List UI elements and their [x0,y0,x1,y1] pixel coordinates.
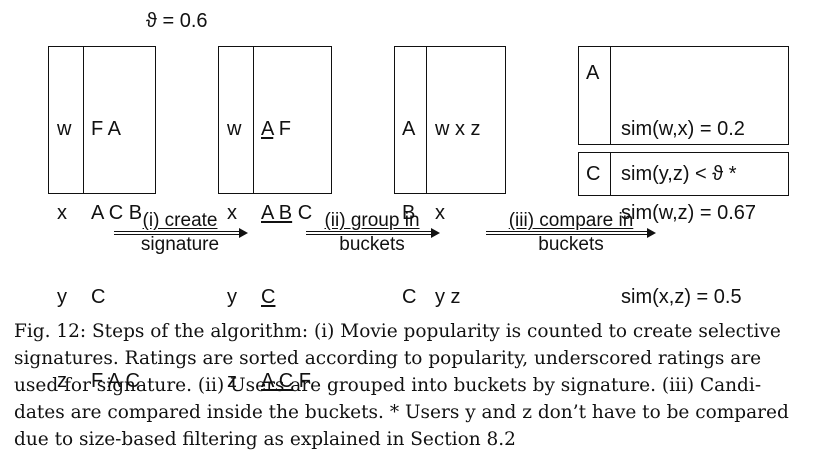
bucket-users-column: w x z x y z [435,59,481,367]
user-w: w [57,118,72,140]
step-compare-in-buckets: (iii) compare in buckets [482,210,660,256]
ratings-x: A C B [91,202,143,224]
arrow-right-icon [114,228,248,238]
ratings-column: F A A C B C F A C [91,59,142,451]
similarity-list: sim(w,x) = 0.2 sim(w,z) = 0.67 sim(x,z) … [621,59,756,367]
user-y: y [227,286,237,308]
step-title: (iii) compare in [508,210,634,231]
column-divider [253,47,254,193]
figure-caption: Fig. 12: Steps of the algorithm: (i) Mov… [14,318,826,453]
rest-w: F [273,118,292,140]
user-z: z [57,370,67,392]
bucket-b-users: x [435,202,445,224]
user-y: y [57,286,67,308]
threshold-label: ϑ = 0.6 [146,10,208,32]
user-w: w [227,118,242,140]
sorted-ratings-column: A F A B C C A C F [261,59,312,451]
caption-line: dates are compared inside the buckets. *… [14,402,789,423]
signature-table: w x y z A F A B C C A C F [218,46,332,392]
step-subtitle: buckets [339,234,405,255]
bucket-c-comparisons: C sim(y,z) < ϑ * [578,152,789,196]
bucket-label: A [586,62,600,84]
sorted-ratings-x: A B C [261,199,312,227]
bucket-c: C [402,286,417,308]
signature-y: C [261,286,276,308]
bucket-a-users: w x z [435,118,481,140]
step-subtitle: buckets [538,234,604,255]
user-column: w x y z [227,59,249,451]
similarity-xz: sim(x,z) = 0.5 [621,286,742,308]
step-create-signature: (i) create signature [108,210,252,256]
column-divider [83,47,84,193]
signature-w: A [261,118,274,140]
ratings-table: w x y z F A A C B C F A C [48,46,156,392]
step-group-in-buckets: (ii) group in buckets [300,210,444,256]
user-column: w x y z [57,59,79,451]
bucket-column: A B C [402,59,424,367]
user-x: x [57,202,67,224]
user-z: z [227,370,237,392]
step-subtitle: signature [140,234,220,255]
column-divider [426,47,427,193]
sorted-ratings-y: C [261,283,312,311]
sorted-ratings-w: A F [261,115,312,143]
caption-line: signatures. Ratings are sorted according… [14,348,762,369]
signature-z: A C [261,370,294,392]
step-title: (i) create [142,210,218,231]
arrow-right-icon [306,228,440,238]
step-title: (ii) group in [324,210,420,231]
column-divider [610,47,611,144]
ratings-w: F A [91,118,122,140]
similarity-wx: sim(w,x) = 0.2 [621,118,745,140]
bucket-c-users: y z [435,286,461,308]
similarity-yz: sim(y,z) < ϑ * [621,163,737,185]
caption-line: used for signature. (ii) Users are group… [14,375,762,396]
bucket-a-comparisons: A sim(w,x) = 0.2 sim(w,z) = 0.67 sim(x,z… [578,46,789,308]
rest-z: F [293,370,312,392]
sorted-ratings-z: A C F [261,367,312,395]
bucket-a: A [402,118,416,140]
bucket-b: B [402,202,416,224]
bucket-label: C [586,163,601,185]
bucket-table: A B C w x z x y z [394,46,506,308]
caption-line: due to size-based filtering as explained… [14,429,516,450]
user-x: x [227,202,237,224]
similarity-wz: sim(w,z) = 0.67 [621,202,757,224]
rest-x: C [292,202,313,224]
column-divider [610,153,611,195]
ratings-y: C [91,286,106,308]
ratings-z: F A C [91,370,140,392]
signature-x: A B [261,202,293,224]
arrow-right-icon [486,228,656,238]
caption-line: Fig. 12: Steps of the algorithm: (i) Mov… [14,321,781,342]
